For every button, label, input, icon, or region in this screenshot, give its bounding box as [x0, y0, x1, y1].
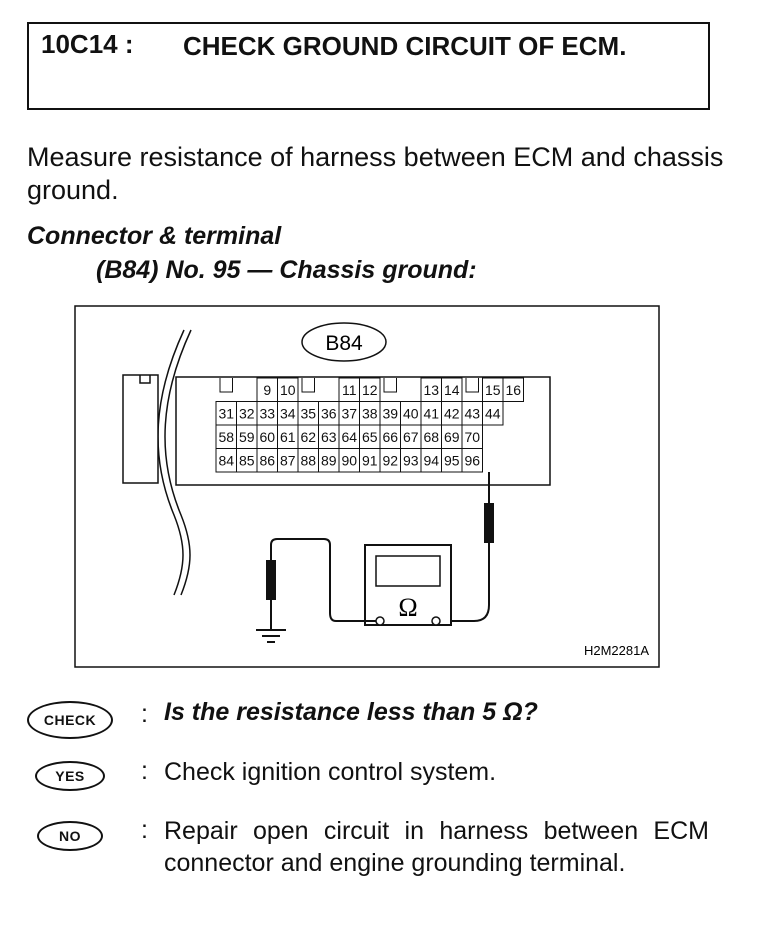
- pin-label: 90: [341, 452, 357, 468]
- pin-label: 96: [464, 452, 480, 468]
- pin-label: 58: [218, 429, 234, 445]
- probe-ground: [266, 560, 276, 600]
- pin-label: 62: [300, 429, 316, 445]
- probe-positive: [484, 503, 494, 543]
- pin-label: 39: [382, 405, 398, 421]
- ohm-symbol: Ω: [398, 593, 417, 622]
- pin-label: 10: [280, 382, 296, 398]
- pin-label: 66: [382, 429, 398, 445]
- pin-label: 9: [263, 382, 271, 398]
- pin-label: 95: [444, 452, 460, 468]
- pin-label: 91: [362, 452, 378, 468]
- pin-label: 14: [444, 382, 460, 398]
- pin-label: 87: [280, 452, 296, 468]
- pin-label: 32: [239, 405, 255, 421]
- step-code: 10C14 :: [41, 29, 134, 59]
- pin-label: 44: [485, 405, 501, 421]
- pin-label: 64: [341, 429, 357, 445]
- pin-label: 93: [403, 452, 419, 468]
- pin-label: 92: [382, 452, 398, 468]
- pin-label: 60: [259, 429, 275, 445]
- pin-label: 89: [321, 452, 337, 468]
- connector-body: [175, 376, 551, 486]
- pin-label: 88: [300, 452, 316, 468]
- connector-detail: (B84) No. 95 — Chassis ground:: [96, 256, 477, 284]
- pin-label: 43: [464, 405, 480, 421]
- pin-label: 69: [444, 429, 460, 445]
- meter-display: [375, 555, 441, 587]
- yes-answer: Check ignition control system.: [164, 758, 497, 786]
- connector-left-housing: [122, 374, 159, 484]
- pin-label: 13: [423, 382, 439, 398]
- pin-label: 65: [362, 429, 378, 445]
- pin-label: 70: [464, 429, 480, 445]
- connector-label: B84: [325, 332, 363, 355]
- pin-label: 15: [485, 382, 501, 398]
- step-title-box: [27, 22, 710, 110]
- pin-label: 86: [259, 452, 275, 468]
- pin-label: 84: [218, 452, 234, 468]
- pin-label: 59: [239, 429, 255, 445]
- figure-border: [74, 305, 660, 668]
- pin-label: 42: [444, 405, 460, 421]
- pin-label: 12: [362, 382, 378, 398]
- harness-line: [157, 329, 185, 596]
- pin-label: 31: [218, 405, 234, 421]
- step-title: CHECK GROUND CIRCUIT OF ECM.: [183, 31, 627, 61]
- pin-label: 11: [342, 382, 357, 398]
- pin-label: 40: [403, 405, 419, 421]
- connector-label-ellipse: [301, 322, 387, 362]
- pin-label: 41: [423, 405, 439, 421]
- pin-label: 34: [280, 405, 296, 421]
- pin-label: 63: [321, 429, 337, 445]
- no-colon: :: [141, 816, 148, 844]
- check-colon: :: [141, 700, 148, 728]
- yes-colon: :: [141, 757, 148, 785]
- yes-badge: YES: [35, 761, 105, 791]
- check-question: Is the resistance less than 5 Ω?: [164, 698, 538, 726]
- pin-label: 68: [423, 429, 439, 445]
- pin-label: 85: [239, 452, 255, 468]
- pin-label: 94: [423, 452, 439, 468]
- pin-label: 61: [280, 429, 296, 445]
- no-answer: Repair open circuit in harness between E…: [164, 817, 709, 877]
- pin-label: 67: [403, 429, 419, 445]
- instruction-text: Measure resistance of harness between EC…: [27, 142, 724, 205]
- pin-label: 35: [300, 405, 316, 421]
- check-badge: CHECK: [27, 701, 113, 739]
- pin-label: 36: [321, 405, 337, 421]
- figure-id: H2M2281A: [584, 643, 649, 658]
- pin-label: 16: [505, 382, 521, 398]
- pin-label: 38: [362, 405, 378, 421]
- pin-label: 37: [341, 405, 357, 421]
- pin-label: 33: [259, 405, 275, 421]
- no-badge: NO: [37, 821, 103, 851]
- connector-heading: Connector & terminal: [27, 222, 282, 250]
